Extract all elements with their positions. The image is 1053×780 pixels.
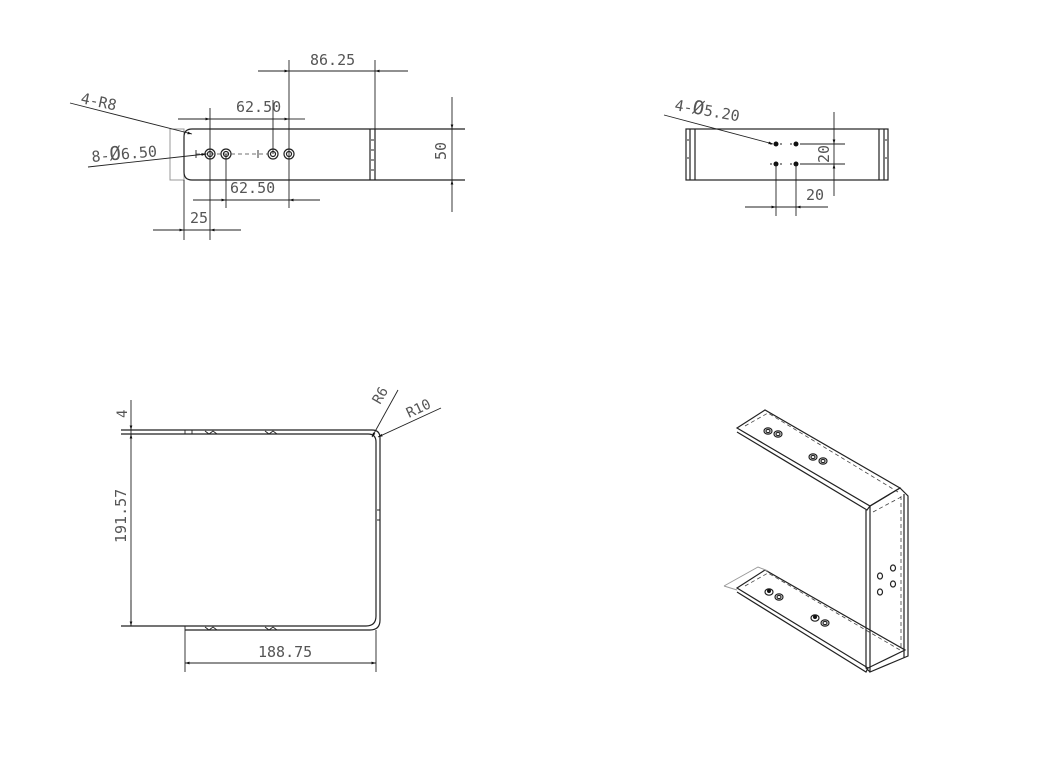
isometric-view xyxy=(723,409,909,673)
label-8-dia-6-50: 8-Ø6.50 xyxy=(91,139,158,167)
top-view: 86.25 62.50 62.50 25 50 4-R8 8-Ø6.50 xyxy=(69,51,465,240)
iso-bottom-flange xyxy=(735,569,907,669)
side-plate-outline xyxy=(685,128,889,181)
label-r10: R10 xyxy=(404,396,434,421)
dim-62-50-top: 62.50 xyxy=(236,98,281,116)
dim-4: 4 xyxy=(115,410,131,418)
plate-outline xyxy=(183,128,465,181)
iso-top-flange xyxy=(735,409,902,507)
side-view: 20 20 4-Ø5.20 xyxy=(663,93,889,216)
iso-holes xyxy=(763,427,897,627)
holes-5-20 xyxy=(770,141,802,167)
web xyxy=(375,438,381,620)
dim-62-50-bottom: 62.50 xyxy=(230,179,275,197)
label-4-dia-5-20: 4-Ø5.20 xyxy=(673,93,741,126)
front-view: 4 191.57 188.75 R6 R10 xyxy=(112,384,442,672)
bend-tab-outline xyxy=(169,128,185,181)
label-r6: R6 xyxy=(370,384,392,407)
dim-20-horizontal: 20 xyxy=(806,186,824,204)
top-flange xyxy=(121,429,372,435)
iso-web xyxy=(869,487,909,673)
dim-86-25: 86.25 xyxy=(310,51,355,69)
dim-191-57: 191.57 xyxy=(112,489,130,543)
dim-25: 25 xyxy=(190,209,208,227)
holes-6-50 xyxy=(195,148,295,160)
dim-20-vertical: 20 xyxy=(815,145,833,163)
bottom-flange xyxy=(121,625,370,631)
dim-188-75: 188.75 xyxy=(258,643,312,661)
dim-50: 50 xyxy=(432,142,450,160)
label-4-r8: 4-R8 xyxy=(79,89,118,114)
